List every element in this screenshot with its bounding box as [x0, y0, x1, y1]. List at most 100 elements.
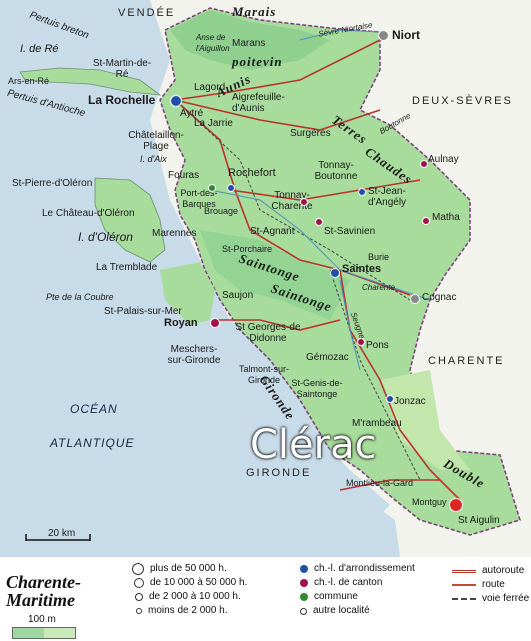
legend-admin-1: ch.-l. d'arrondissement	[300, 563, 415, 575]
legend-admin-3: commune	[300, 591, 358, 603]
legend-title: Charente- Maritime	[6, 573, 81, 609]
dot-canton	[315, 218, 323, 226]
legend-line-3: voie ferrée	[452, 593, 529, 605]
dot-rochefort	[227, 184, 235, 192]
legend-title-line2: Maritime	[6, 590, 76, 610]
place-st-pierre-oleron: St-Pierre-d'Oléron	[12, 178, 93, 189]
legend-pop-2: de 10 000 à 50 000 h.	[134, 577, 247, 589]
dot-jonzac	[386, 395, 394, 403]
region-label-poitevin: poitevin	[232, 54, 283, 69]
legend-title-line1: Charente-	[6, 572, 82, 592]
dot-canton	[300, 198, 308, 206]
dot-saintes	[330, 268, 340, 278]
place-saujon: Saujon	[222, 290, 254, 301]
marsh-area	[170, 10, 330, 70]
island-label-aix: I. d'Aix	[140, 154, 167, 164]
legend-line-2: route	[452, 579, 505, 591]
place-st-savinien: St-Savinien	[324, 226, 376, 237]
place-st-palais: St-Palais-sur-Mer	[104, 306, 182, 317]
place-meschers: Meschers-sur-Gironde	[167, 344, 221, 366]
place-port-des-barques: Port-des-Barques	[180, 188, 218, 209]
place-aigrefeuille: Aigrefeuille-d'Aunis	[232, 92, 285, 114]
ile-doleron	[94, 177, 166, 263]
legend-altitude: 100 m	[28, 614, 56, 625]
water-label-pte-coubre: Pte de la Coubre	[46, 292, 114, 302]
dot-canton	[420, 160, 428, 168]
place-st-aigulin: St Aigulin	[458, 515, 500, 526]
saintonge-low	[200, 230, 350, 320]
place-cognac: Cognac	[422, 292, 457, 303]
place-rochefort: Rochefort	[228, 167, 276, 179]
roads	[174, 39, 461, 501]
highlight-label: Clérac	[250, 422, 377, 468]
legend-pop-1: plus de 50 000 h.	[132, 563, 227, 575]
sea-label-atlantique: ATLANTIQUE	[50, 436, 135, 450]
sea-label-ocean: OCÉAN	[70, 402, 118, 416]
place-burie: Burie	[368, 252, 390, 262]
scale-bar	[25, 534, 91, 541]
place-saintes: Saintes	[342, 263, 382, 275]
place-tonnay-charente: Tonnay-Charente	[271, 190, 313, 212]
dot-la-rochelle	[170, 95, 182, 107]
place-montguyon: Montguy	[412, 497, 447, 507]
place-pons: Pons	[366, 340, 389, 351]
place-aytre: Aytré	[180, 108, 204, 119]
place-st-porchaire: St-Porchaire	[222, 244, 273, 254]
dept-label-charente: CHARENTE	[428, 355, 505, 367]
gironde-estuary	[205, 330, 390, 515]
swatch-high	[44, 628, 75, 638]
legend-pop-4: moins de 2 000 h.	[136, 605, 228, 617]
legend-line-1: autoroute	[452, 565, 524, 577]
swatch-low	[13, 628, 44, 638]
place-brouage: Brouage	[204, 206, 239, 216]
place-niort: Niort	[392, 28, 420, 42]
place-gemozac: Gémozac	[306, 352, 349, 363]
legend-pop-3: de 2 000 à 10 000 h.	[135, 591, 241, 603]
place-chateau-oleron: Le Château-d'Oléron	[42, 208, 135, 219]
place-st-georges: St Georges-de Didonne	[235, 322, 301, 344]
place-talmont: Talmont-sur-Gironde	[238, 364, 289, 385]
place-st-agnant: St-Agnant	[250, 226, 295, 237]
region-label-marais: Marais	[232, 4, 277, 19]
scale-label: 20 km	[48, 528, 76, 539]
place-tonnay-boutonne: Tonnay-Boutonne	[314, 160, 358, 182]
place-mirambeau: M'rambeau	[352, 418, 402, 429]
legend-admin-2: ch.-l. de canton	[300, 577, 382, 589]
place-la-tremblade: La Tremblade	[96, 262, 158, 273]
place-la-rochelle: La Rochelle	[88, 93, 156, 107]
dot-canton	[422, 217, 430, 225]
place-aulnay: Aulnay	[428, 154, 459, 165]
dot-canton	[357, 338, 365, 346]
dept-label-deux-sevres: DEUX-SÈVRES	[412, 95, 513, 107]
legend-admin-4: autre localité	[300, 605, 370, 617]
dot-niort	[378, 30, 389, 41]
water-label-charente-river: Charente	[362, 283, 395, 292]
rivers	[209, 29, 431, 371]
hills-area	[380, 370, 470, 470]
dot-clerac-marker	[449, 498, 463, 512]
place-lagord: Lagord	[194, 82, 226, 93]
place-surgeres: Surgères	[290, 128, 331, 139]
railways	[174, 99, 421, 481]
place-chatelaillon: Châtelaillon-Plage	[128, 130, 184, 152]
island-label-re: I. de Ré	[20, 43, 59, 55]
arvert-peninsula	[160, 262, 215, 325]
place-ars-en-re: Ars-en-Ré	[8, 76, 50, 86]
dept-label-gironde: GIRONDE	[246, 467, 312, 479]
dot-royan	[210, 318, 220, 328]
map-graphic	[19, 0, 531, 557]
place-jonzac: Jonzac	[394, 396, 426, 407]
place-marans: Marans	[232, 38, 266, 49]
place-st-genis: St-Genis-de-Saintonge	[291, 378, 343, 399]
water-label-anse-aiguillon: Anse de l'Aiguillon	[196, 33, 230, 53]
dot-st-jean-dangely	[358, 188, 366, 196]
place-fouras: Fouras	[168, 170, 200, 181]
legend: Charente- Maritime 100 m plus de 50 000 …	[0, 557, 531, 641]
place-la-jarrie: La Jarrie	[194, 118, 233, 129]
dot-cognac	[410, 294, 420, 304]
legend-swatch	[12, 627, 76, 639]
place-montlieu: Montlieu-la-Gard	[346, 478, 414, 488]
dot-commune	[208, 184, 216, 192]
dept-label-vendee: VENDÉE	[118, 7, 176, 19]
place-marennes: Marennes	[152, 228, 197, 239]
